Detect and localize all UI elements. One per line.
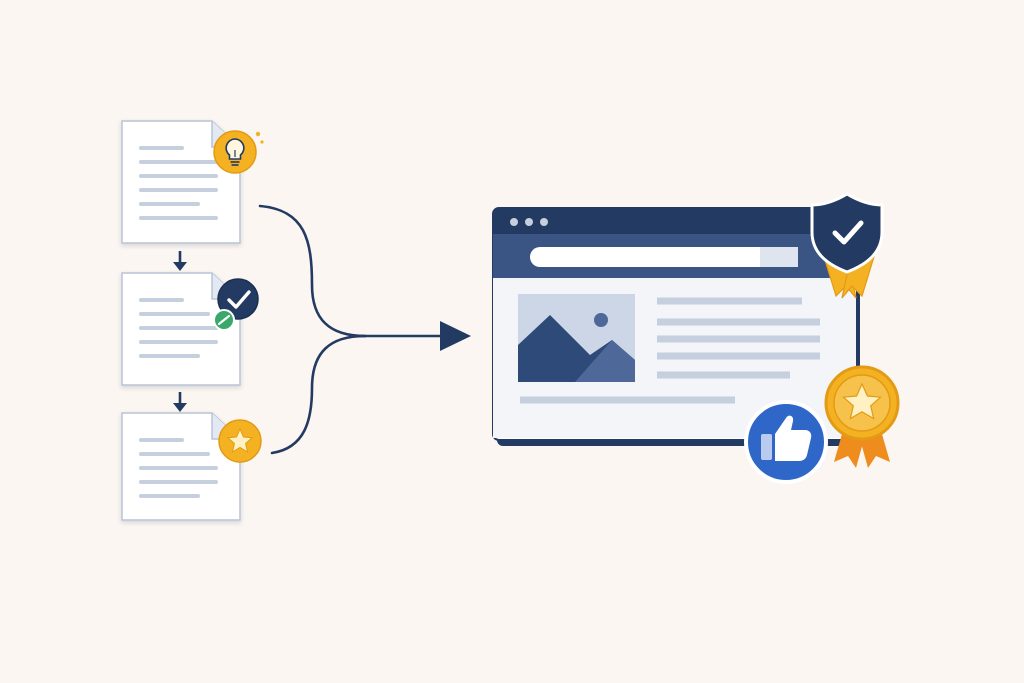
thumbs-up-icon	[744, 400, 828, 484]
check-icon	[217, 278, 259, 320]
down-arrow-2	[173, 392, 187, 412]
address-bar	[530, 247, 798, 267]
arrow-head	[440, 321, 471, 351]
browser-window	[492, 207, 860, 446]
document-2-text-lines	[139, 298, 218, 358]
document-1	[121, 120, 241, 244]
star-icon	[218, 419, 262, 463]
document-3-text-lines	[139, 438, 218, 498]
green-pin-icon	[213, 309, 235, 331]
lightbulb-icon	[213, 130, 264, 174]
window-controls	[510, 218, 548, 226]
shield-check-icon	[810, 192, 884, 299]
star-medal-icon	[824, 365, 900, 468]
image-placeholder	[518, 294, 635, 382]
document-1-text-lines	[139, 146, 218, 220]
merge-connector	[258, 204, 442, 455]
content-text-lines	[520, 297, 820, 404]
down-arrow-1	[173, 251, 187, 271]
